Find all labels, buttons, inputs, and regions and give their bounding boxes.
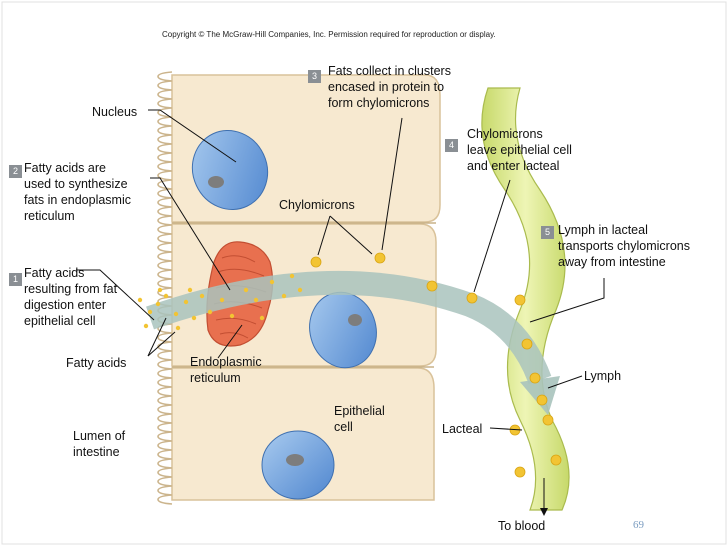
label-fatty-acids: Fatty acids [66,356,127,370]
copyright-notice: Copyright © The McGraw-Hill Companies, I… [162,30,496,39]
step-2-text: Fatty acids are used to synthesize fats … [24,161,132,223]
step-1-text: Fatty acids resulting from fat digestion… [24,266,118,328]
label-lymph: Lymph [584,369,622,383]
step-badge-2: 2 [9,165,22,178]
nuclei [191,130,377,500]
lacteal-vessel [481,87,570,511]
step-4-text: Chylomicrons leave epithelial cell and e… [467,127,572,173]
label-epithelial-cell: Epithelial cell [334,404,385,434]
chylomicron-droplets [137,252,562,478]
page-number: 69 [633,519,644,531]
label-to-blood: To blood [498,519,546,533]
leader-lines [76,109,605,431]
step-5-text: Lymph in lacteal transports chylomicrons… [558,223,690,269]
step-3-text: Fats collect in clusters encased in prot… [328,64,451,110]
label-chylomicrons: Chylomicrons [279,198,355,212]
step-badge-4: 4 [445,139,458,152]
label-nucleus: Nucleus [92,105,138,119]
nucleus-top [191,130,269,210]
label-lacteal: Lacteal [442,422,483,436]
label-endoplasmic-reticulum: Endoplasmic reticulum [190,355,262,385]
to-blood-arrow [540,478,548,516]
label-lumen-of-intestine: Lumen of intestine [73,429,126,459]
step-badge-1: 1 [9,273,22,286]
step-badge-3: 3 [308,70,321,83]
step-badge-5: 5 [541,226,554,239]
